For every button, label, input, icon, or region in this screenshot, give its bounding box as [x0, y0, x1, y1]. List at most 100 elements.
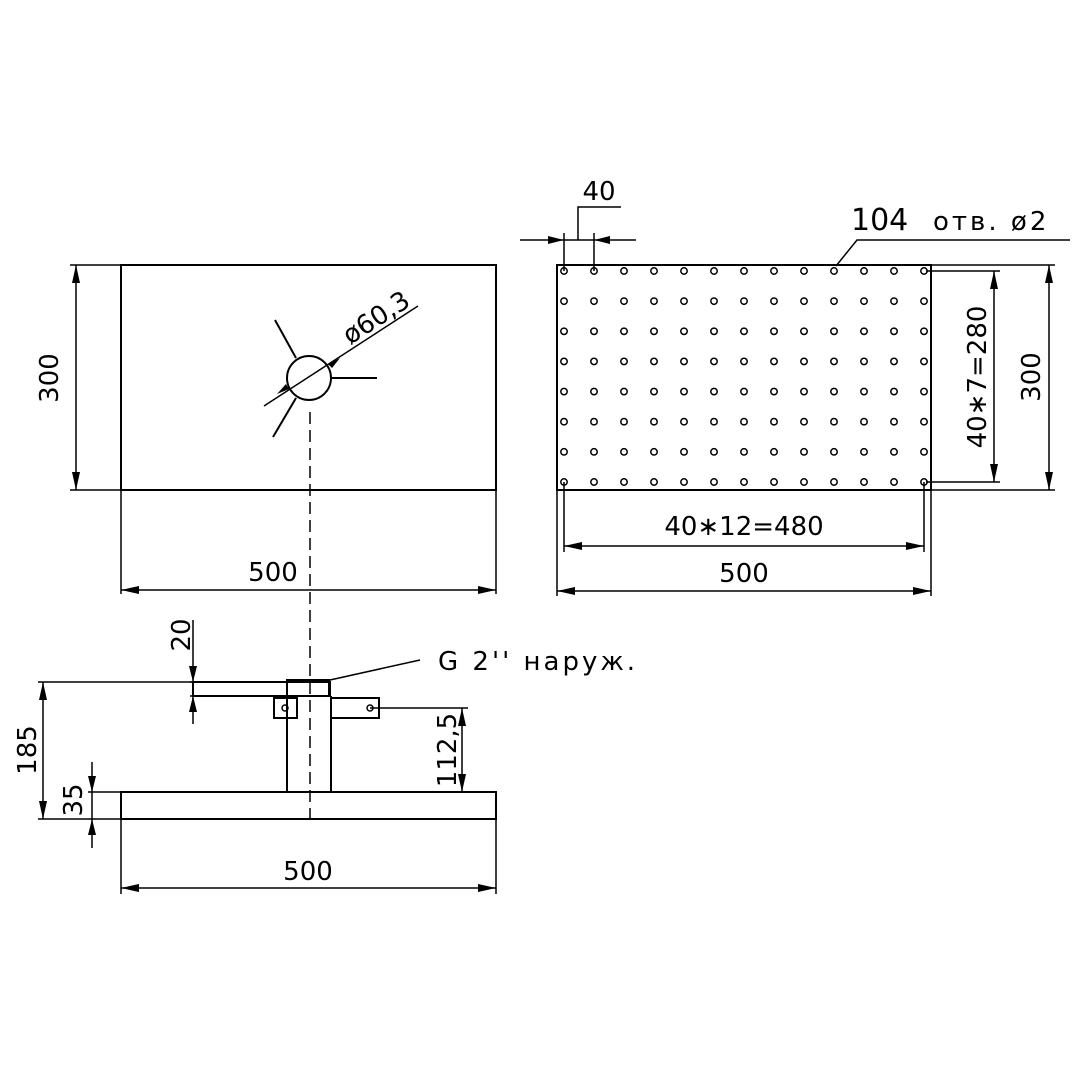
holes-note: отв. ø2: [933, 207, 1049, 237]
hole: [560, 417, 568, 426]
arrow: [277, 384, 289, 394]
hole: [590, 417, 598, 426]
hole: [770, 417, 778, 426]
hole: [680, 267, 688, 275]
plate-thickness-label: 20: [167, 618, 197, 651]
hole: [620, 267, 628, 275]
arrow: [548, 236, 564, 244]
hole: [560, 327, 568, 336]
arrow: [478, 884, 496, 892]
hole: [770, 478, 778, 486]
hole: [890, 357, 898, 366]
hole: [740, 297, 748, 306]
leader-line: [577, 206, 621, 240]
hole: [770, 327, 778, 336]
arrow: [1045, 472, 1053, 490]
arm-line: [272, 397, 297, 438]
hole: [590, 357, 598, 366]
arrow: [72, 472, 80, 490]
arrow: [1045, 265, 1053, 283]
hole: [800, 327, 808, 336]
hole: [920, 297, 928, 306]
hole: [710, 357, 718, 366]
bracket: [273, 697, 298, 719]
hole: [860, 297, 868, 306]
hole: [860, 327, 868, 336]
arrow: [594, 236, 610, 244]
hole: [770, 387, 778, 396]
hole: [590, 297, 598, 306]
hole: [800, 297, 808, 306]
hole: [620, 327, 628, 336]
hole: [860, 387, 868, 396]
bracket-hole: [281, 704, 289, 712]
horizontal-pitch-label: 40∗12=480: [664, 512, 823, 542]
hole: [710, 297, 718, 306]
hole: [770, 447, 778, 456]
width-label: 500: [248, 558, 298, 588]
arrow: [189, 696, 197, 712]
hole: [770, 267, 778, 275]
hole: [890, 267, 898, 275]
hole: [740, 327, 748, 336]
hole: [590, 478, 598, 486]
hole: [860, 267, 868, 275]
hole: [620, 478, 628, 486]
arrow: [906, 542, 924, 550]
hole: [860, 417, 868, 426]
hole: [890, 417, 898, 426]
hole: [890, 387, 898, 396]
pitch-label: 40: [582, 177, 615, 207]
hole: [680, 417, 688, 426]
width-label: 500: [719, 559, 769, 589]
arrow: [121, 884, 139, 892]
hole: [740, 267, 748, 275]
arrow: [458, 708, 466, 726]
hole: [800, 447, 808, 456]
hole: [590, 447, 598, 456]
hole: [650, 357, 658, 366]
hole: [620, 447, 628, 456]
top-view: ø60,3 300 500: [35, 264, 497, 594]
height-label: 300: [1017, 352, 1047, 402]
hole: [830, 417, 838, 426]
hole: [740, 387, 748, 396]
hole: [920, 447, 928, 456]
thread-label: G 2'' наруж.: [438, 647, 638, 677]
base-plate: [120, 791, 497, 820]
hole: [830, 297, 838, 306]
arrow: [39, 801, 47, 819]
hole-grid: [560, 267, 928, 486]
hole: [680, 387, 688, 396]
arrow: [990, 464, 998, 482]
hole: [860, 357, 868, 366]
hole: [830, 478, 838, 486]
arrow: [478, 586, 496, 594]
arm-height-label: 112,5: [433, 713, 463, 787]
leader-line: [835, 239, 1070, 267]
side-view: G 2'' наруж. 20 185 35 112,5 5: [13, 618, 638, 894]
hole: [590, 387, 598, 396]
holes-count: 104: [851, 203, 908, 238]
hole: [680, 478, 688, 486]
holes-view-outline: [556, 264, 932, 491]
hole: [680, 327, 688, 336]
total-height-label: 185: [13, 725, 43, 775]
hole: [890, 297, 898, 306]
diameter-leader: [263, 305, 419, 407]
hole: [650, 267, 658, 275]
hole: [590, 327, 598, 336]
hole: [920, 387, 928, 396]
hole: [710, 327, 718, 336]
hole: [620, 297, 628, 306]
hole: [920, 327, 928, 336]
hole: [830, 267, 838, 275]
arrow: [564, 542, 582, 550]
arrow: [189, 666, 197, 682]
width-label: 500: [283, 857, 333, 887]
hole: [830, 327, 838, 336]
hole: [710, 447, 718, 456]
hole: [650, 478, 658, 486]
arrow: [88, 819, 96, 835]
